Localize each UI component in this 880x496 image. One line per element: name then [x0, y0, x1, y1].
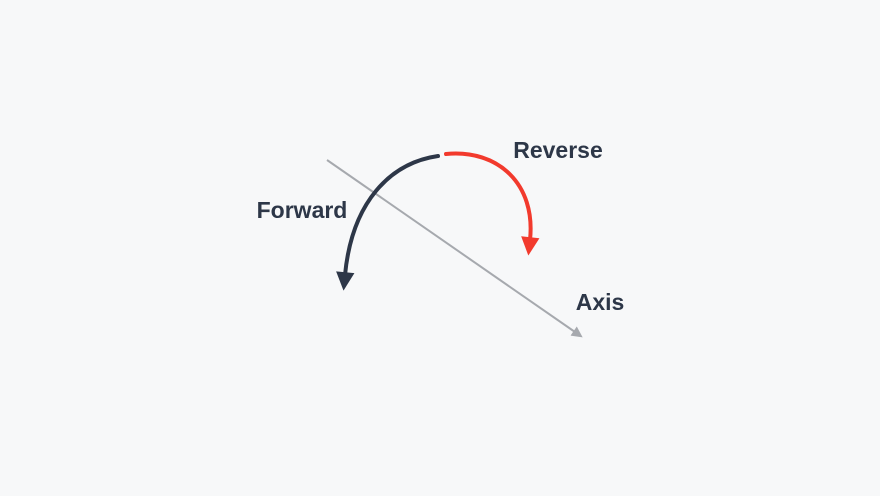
forward-label: Forward [257, 197, 348, 223]
axis-line [326, 159, 583, 338]
forward-rotation-arc [336, 154, 440, 291]
reverse-label: Reverse [513, 137, 603, 163]
axis-label: Axis [576, 289, 625, 315]
reverse-rotation-arc [444, 151, 540, 256]
